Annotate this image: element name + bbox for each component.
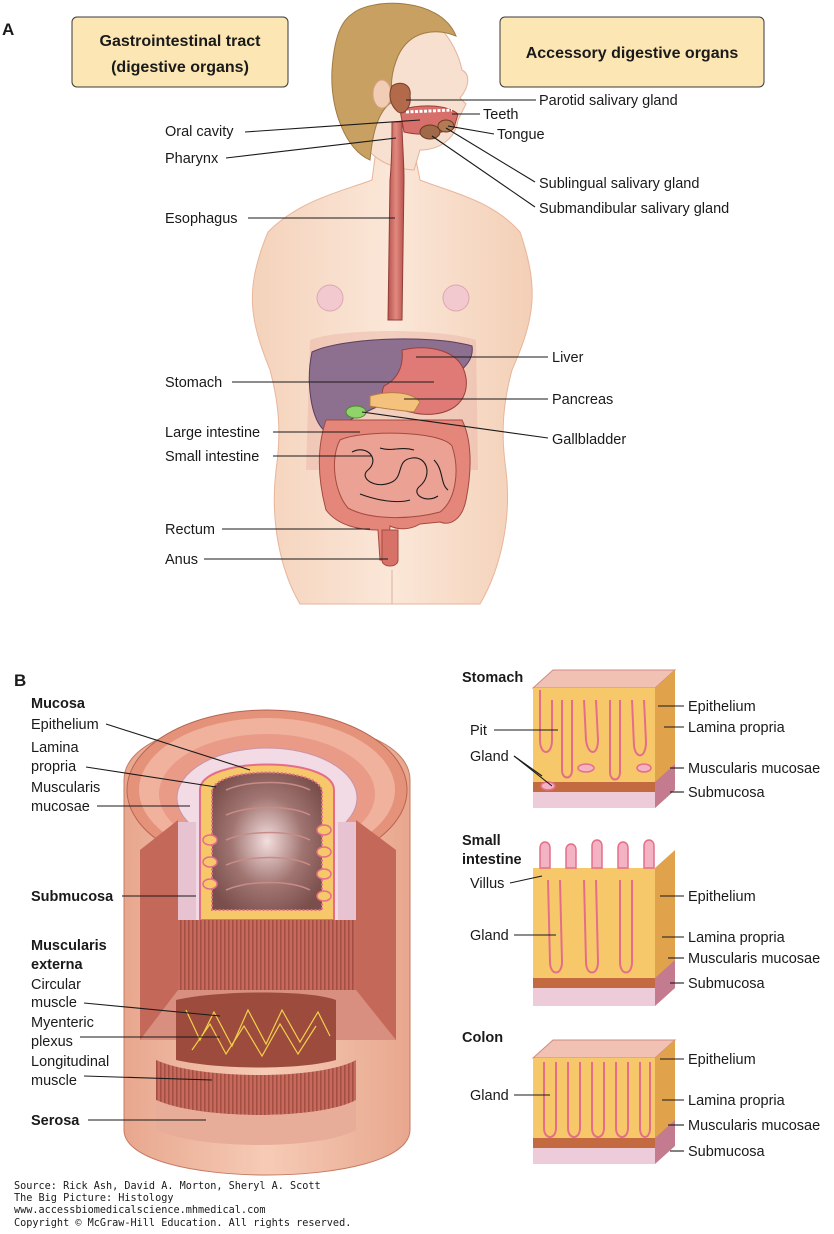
stomach-block-illustration	[531, 669, 677, 808]
gi-tract-box-line2: (digestive organs)	[111, 59, 249, 76]
pharynx-leader	[225, 137, 397, 159]
stomach-block-labels: Stomach Pit Gland Epithelium Lamina prop…	[462, 670, 820, 801]
accessory-organs-box-label: Accessory digestive organs	[526, 45, 739, 62]
small-intestine-title-line2: intestine	[462, 852, 522, 868]
tongue-label: Tongue	[497, 127, 545, 143]
sublingual-leader	[445, 127, 536, 183]
epithelium-label: Epithelium	[31, 717, 99, 733]
lamina-propria-leader	[85, 766, 217, 788]
small-intestine-title-line1: Small	[462, 833, 501, 849]
muscularis-externa-label-line2: externa	[31, 957, 84, 973]
colon-block-illustration	[531, 1039, 677, 1164]
circular-muscle-label-line2: muscle	[31, 995, 77, 1011]
myenteric-plexus-label-line2: plexus	[31, 1034, 73, 1050]
small-intestine-muscularis-mucosae-label: Muscularis mucosae	[688, 951, 820, 967]
panel-a-right-labels: Parotid salivary gland Teeth Tongue Subl…	[361, 93, 729, 448]
muscularis-mucosae-label-line2: mucosae	[31, 799, 90, 815]
small-intestine-gland-label: Gland	[470, 928, 509, 944]
epithelium-leader	[105, 723, 251, 771]
teeth-label: Teeth	[483, 107, 518, 123]
lamina-propria-label-line2: propria	[31, 759, 77, 775]
source-line-authors: Source: Rick Ash, David A. Morton, Shery…	[14, 1181, 321, 1192]
mucosa-label: Mucosa	[31, 696, 86, 712]
colon-submucosa-label: Submucosa	[688, 1144, 766, 1160]
large-intestine-label: Large intestine	[165, 425, 260, 441]
stomach-lamina-propria-label: Lamina propria	[688, 720, 786, 736]
villus-label: Villus	[470, 876, 504, 892]
longitudinal-muscle-leader	[83, 1075, 213, 1081]
stomach-epithelium-label: Epithelium	[688, 699, 756, 715]
muscularis-externa-label-line1: Muscularis	[31, 938, 107, 954]
panel-b-letter: B	[14, 671, 26, 690]
stomach-muscularis-mucosae-label: Muscularis mucosae	[688, 761, 820, 777]
gallbladder-label: Gallbladder	[552, 432, 626, 448]
small-intestine-lamina-propria-label: Lamina propria	[688, 930, 786, 946]
myenteric-plexus-label-line1: Myenteric	[31, 1015, 94, 1031]
serosa-label: Serosa	[31, 1113, 80, 1129]
pharynx-label: Pharynx	[165, 151, 219, 167]
colon-title: Colon	[462, 1030, 503, 1046]
source-line-book: The Big Picture: Histology	[14, 1193, 174, 1205]
anus-label: Anus	[165, 552, 198, 568]
panel-a-left-labels: Oral cavity Pharynx Esophagus Stomach La…	[165, 119, 434, 568]
source-line-copyright: Copyright © McGraw-Hill Education. All r…	[14, 1217, 352, 1229]
pancreas-label: Pancreas	[552, 392, 613, 408]
lamina-propria-label-line1: Lamina	[31, 740, 79, 756]
stomach-submucosa-label: Submucosa	[688, 785, 766, 801]
gi-tract-box: Gastrointestinal tract (digestive organs…	[71, 16, 289, 88]
small-intestine-block-labels: Small intestine Villus Gland Epithelium …	[462, 833, 820, 992]
small-intestine-submucosa-label: Submucosa	[688, 976, 766, 992]
stomach-gland-leader-2	[513, 755, 553, 787]
parotid-label: Parotid salivary gland	[539, 93, 678, 109]
longitudinal-muscle-label-line2: muscle	[31, 1073, 77, 1089]
source-credit: Source: Rick Ash, David A. Morton, Shery…	[14, 1181, 351, 1230]
accessory-organs-box: Accessory digestive organs	[499, 16, 765, 88]
colon-lamina-propria-label: Lamina propria	[688, 1093, 786, 1109]
colon-muscularis-mucosae-label: Muscularis mucosae	[688, 1118, 820, 1134]
longitudinal-muscle-label-line1: Longitudinal	[31, 1054, 109, 1070]
submandibular-leader	[431, 135, 536, 208]
sublingual-label: Sublingual salivary gland	[539, 176, 699, 192]
muscularis-mucosae-label-line1: Muscularis	[31, 780, 100, 796]
gallbladder-leader	[361, 411, 549, 439]
colon-epithelium-label: Epithelium	[688, 1052, 756, 1068]
gi-wall-labels: Mucosa Epithelium Lamina propria Muscula…	[31, 696, 251, 1129]
oral-cavity-label: Oral cavity	[165, 124, 234, 140]
stomach-pit-label: Pit	[470, 723, 487, 739]
gi-tract-box-line1: Gastrointestinal tract	[100, 33, 262, 50]
colon-block-labels: Colon Gland Epithelium Lamina propria Mu…	[462, 1030, 820, 1160]
small-intestine-block-illustration	[533, 839, 675, 1006]
esophagus-label: Esophagus	[165, 211, 238, 227]
stomach-title: Stomach	[462, 670, 523, 686]
panel-a-letter: A	[2, 20, 14, 39]
rectum-label: Rectum	[165, 522, 215, 538]
circular-muscle-label-line1: Circular	[31, 977, 81, 993]
oral-cavity-leader	[244, 119, 421, 133]
tongue-leader	[447, 125, 495, 135]
gi-tract-illustration	[306, 82, 478, 567]
source-line-url: www.accessbiomedicalscience.mhmedical.co…	[14, 1205, 266, 1217]
colon-gland-label: Gland	[470, 1088, 509, 1104]
gi-wall-illustration	[123, 709, 411, 1176]
small-intestine-label: Small intestine	[165, 449, 259, 465]
submucosa-label: Submucosa	[31, 889, 114, 905]
villus-leader	[509, 875, 543, 884]
stomach-label: Stomach	[165, 375, 222, 391]
circular-muscle-leader	[83, 1002, 221, 1017]
liver-label: Liver	[552, 350, 584, 366]
submandibular-label: Submandibular salivary gland	[539, 201, 729, 217]
small-intestine-epithelium-label: Epithelium	[688, 889, 756, 905]
stomach-gland-label: Gland	[470, 749, 509, 765]
